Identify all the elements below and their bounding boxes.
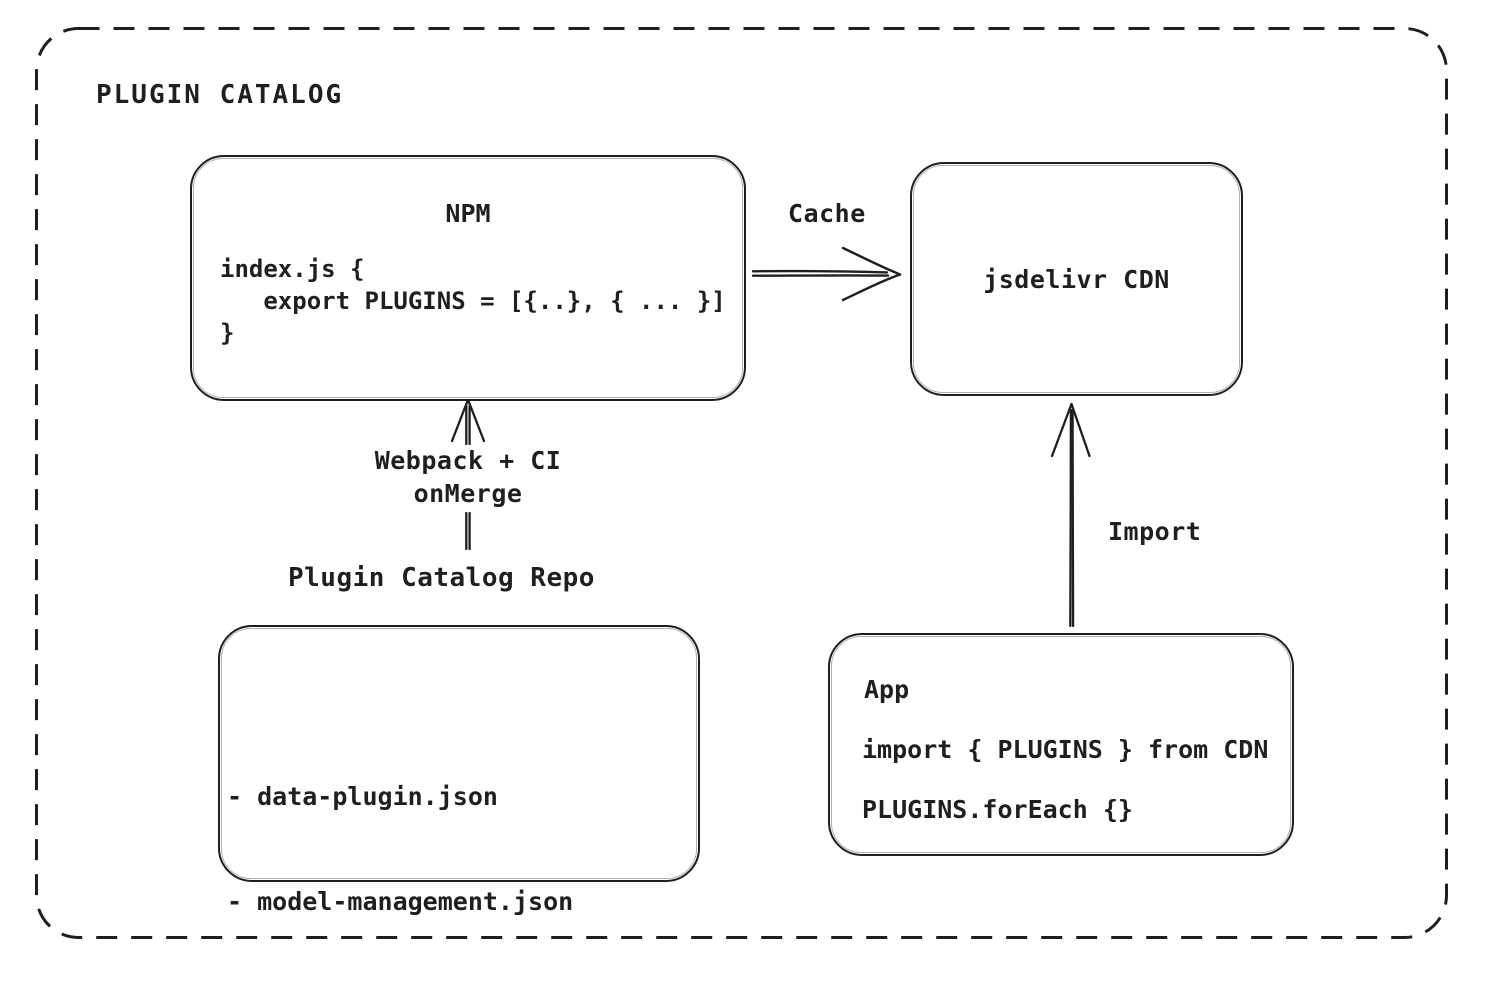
app-node: App import { PLUGINS } from CDN PLUGINS.… [828,633,1294,856]
npm-node: NPM index.js { export PLUGINS = [{..}, {… [190,155,746,401]
cache-edge-label: Cache [788,199,866,228]
import-edge-label: Import [1108,517,1202,546]
cache-arrow [751,246,902,302]
repo-file-item: - model-management.json [227,887,574,916]
npm-node-title: NPM [445,199,491,228]
app-node-code-import: import { PLUGINS } from CDN [862,735,1269,764]
npm-node-code: index.js { export PLUGINS = [{..}, { ...… [220,255,726,347]
repo-file-list: - data-plugin.json - model-management.js… [227,709,573,1002]
cdn-node-label: jsdelivr CDN [983,264,1170,294]
repo-node-label: Plugin Catalog Repo [288,563,595,593]
repo-node: - data-plugin.json - model-management.js… [218,625,700,1002]
app-to-cdn-arrow [1050,402,1091,628]
cdn-node: jsdelivr CDN [910,162,1243,396]
app-node-code-foreach: PLUGINS.forEach {} [862,795,1133,824]
webpack-ci-edge-label: Webpack + CI onMerge [374,446,562,508]
diagram-title: PLUGIN CATALOG [96,80,344,110]
repo-file-item-ellipsis: ... [227,989,573,1002]
app-node-title: App [864,675,910,704]
repo-file-item: - data-plugin.json [227,782,498,811]
